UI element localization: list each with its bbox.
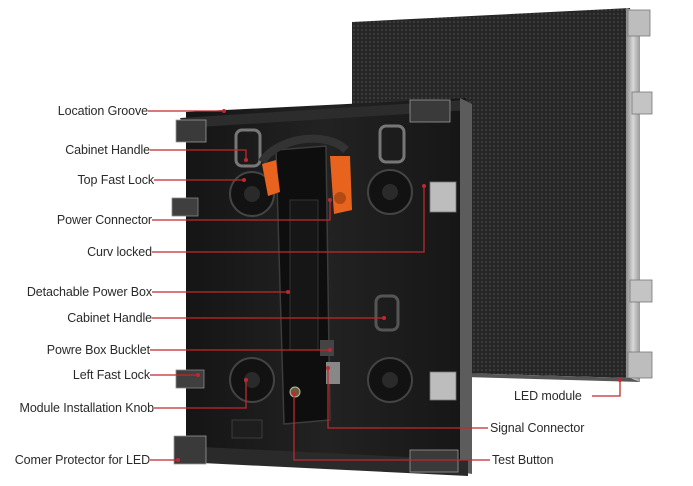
leader-module-knob bbox=[154, 380, 247, 409]
label-module-installation-knob: Module Installation Knob bbox=[19, 401, 155, 415]
leader-lines bbox=[148, 110, 621, 461]
label-left-fast-lock: Left Fast Lock bbox=[72, 368, 150, 382]
leader-curv-locked bbox=[152, 186, 425, 253]
label-detachable-power-box: Detachable Power Box bbox=[26, 285, 152, 299]
label-corner-protector: Comer Protector for LED bbox=[14, 453, 150, 467]
label-cabinet-handle-top: Cabinet Handle bbox=[65, 143, 150, 157]
leader-led-module bbox=[592, 380, 621, 397]
label-location-groove: Location Groove bbox=[57, 104, 148, 118]
label-led-module: LED module bbox=[514, 389, 582, 403]
label-signal-connector: Signal Connector bbox=[490, 421, 585, 435]
leader-test-button bbox=[293, 394, 490, 461]
leader-signal-connector bbox=[327, 368, 488, 429]
label-test-button: Test Button bbox=[492, 453, 554, 467]
label-curv-locked: Curv locked bbox=[87, 245, 152, 259]
leader-power-connector bbox=[152, 200, 331, 221]
leader-cabinet-handle-top bbox=[150, 149, 247, 160]
label-powre-box-bucklet: Powre Box Bucklet bbox=[46, 343, 150, 357]
cabinet-body bbox=[171, 98, 472, 476]
label-power-connector: Power Connector bbox=[56, 213, 152, 227]
label-cabinet-handle-mid: Cabinet Handle bbox=[67, 311, 152, 325]
label-top-fast-lock: Top Fast Lock bbox=[77, 173, 154, 187]
